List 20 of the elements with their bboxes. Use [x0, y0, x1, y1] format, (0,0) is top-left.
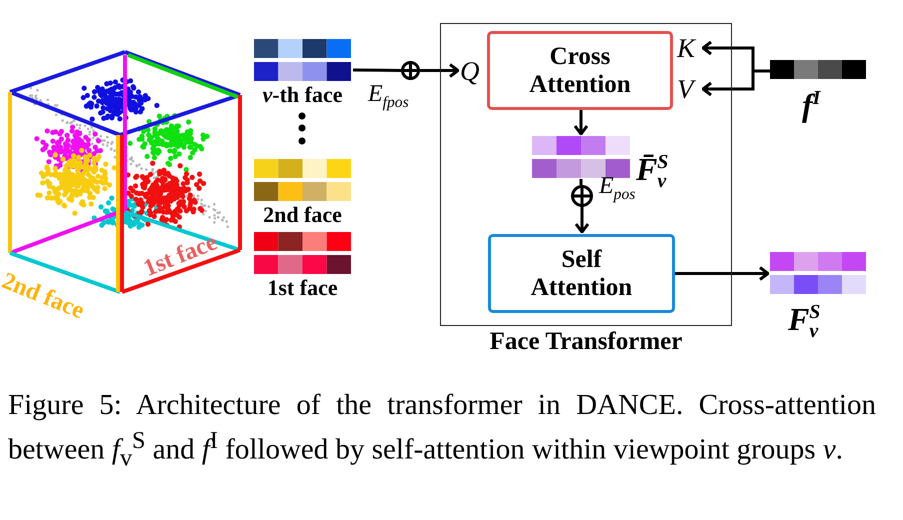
- port-label: V: [677, 75, 694, 103]
- attention-block: Self Attention: [488, 234, 675, 313]
- module-title: Face Transformer: [488, 328, 684, 356]
- arrow: [675, 266, 770, 281]
- face-label: 1st face: [266, 277, 339, 299]
- face-label: 1st face: [140, 229, 222, 284]
- face-label: 2nd face: [262, 204, 343, 226]
- feature-symbol: f$^{I}$: [802, 86, 820, 121]
- port-label: K: [677, 34, 696, 62]
- face-label: v-th face: [261, 84, 344, 106]
- arrow: [702, 70, 770, 96]
- embedding-label: E$_{pos}$: [599, 173, 636, 204]
- arrow: [574, 211, 590, 234]
- arrow: [574, 110, 588, 136]
- face-label: 2nd face: [0, 268, 88, 326]
- attention-block: Cross Attention: [487, 31, 673, 110]
- arrow: [420, 63, 460, 78]
- figure-caption: Figure 5: Architecture of the transformer in DANCE. Cross-attention between f$_{v}$$^{S}$ and f$^{I}$ followed by self-attention within viewpoint groups v.: [8, 388, 876, 474]
- embedding-label: E$_{fpos}$: [368, 81, 409, 112]
- port-label: Q: [460, 56, 480, 84]
